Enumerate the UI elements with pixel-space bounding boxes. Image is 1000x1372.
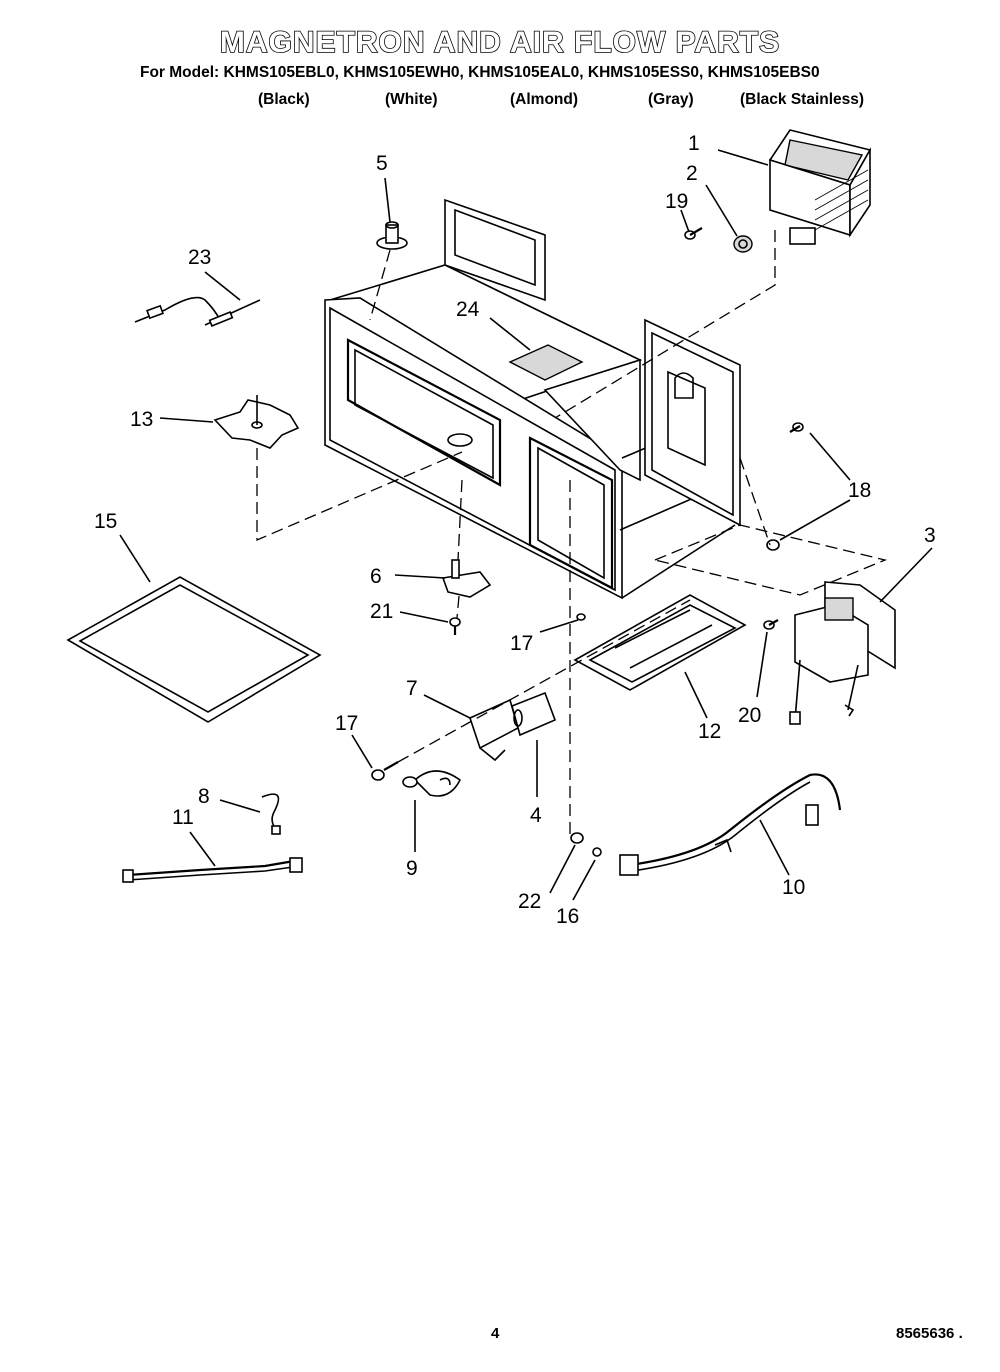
diode-wire <box>402 770 462 797</box>
model-list: For Model: KHMS105EBL0, KHMS105EWH0, KHM… <box>140 64 820 81</box>
callout-20: 20 <box>738 704 761 727</box>
callout-9: 9 <box>406 857 418 880</box>
callout-6: 6 <box>370 565 382 588</box>
callout-2: 2 <box>686 162 698 185</box>
transformer <box>789 581 896 725</box>
color-white: (White) <box>385 91 438 108</box>
callout-5: 5 <box>376 152 388 175</box>
callout-16: 16 <box>556 905 579 928</box>
callout-leaders <box>119 149 933 901</box>
thermal-cutoff <box>733 235 753 253</box>
callout-24: 24 <box>456 298 480 321</box>
screw-17-lower <box>371 761 399 781</box>
callout-17-upper: 17 <box>510 632 533 655</box>
callout-1: 1 <box>688 132 700 155</box>
callout-3: 3 <box>924 524 936 547</box>
document-number: 8565636 . <box>896 1325 963 1342</box>
callout-11: 11 <box>172 806 194 829</box>
callout-13: 13 <box>130 408 153 431</box>
screw-21 <box>449 617 461 635</box>
callout-17-lower: 17 <box>335 712 358 735</box>
callout-18: 18 <box>848 479 871 502</box>
callout-7: 7 <box>406 677 418 700</box>
callout-21: 21 <box>370 600 393 623</box>
callout-22: 22 <box>518 890 541 913</box>
fuse-wire <box>261 793 281 835</box>
turntable-motor <box>441 559 492 598</box>
base-plate <box>573 594 747 691</box>
color-black-stainless: (Black Stainless) <box>740 91 865 108</box>
assembly-guide-lines <box>256 230 888 835</box>
callout-15: 15 <box>94 510 117 533</box>
callout-4: 4 <box>530 804 542 827</box>
tray-frame <box>66 576 322 723</box>
color-gray: (Gray) <box>648 91 694 108</box>
callout-19: 19 <box>665 190 688 213</box>
screw-20 <box>763 619 779 630</box>
magnetron <box>768 129 872 245</box>
thermistor-wire <box>134 296 261 327</box>
diagram-title: MAGNETRON AND AIR FLOW PARTS <box>219 25 781 60</box>
screw-16 <box>592 847 602 857</box>
screw-17-upper <box>576 613 586 621</box>
capacitor-assembly <box>469 691 557 762</box>
screws-18 <box>766 422 804 551</box>
stirrer-blade <box>213 395 300 449</box>
stirrer-motor <box>376 221 408 250</box>
callout-numbers: 1 2 3 4 5 6 7 8 9 10 11 12 13 15 16 17 1… <box>94 132 936 928</box>
callout-8: 8 <box>198 785 210 808</box>
harness-11 <box>122 857 303 883</box>
screw-19 <box>684 227 703 240</box>
page-number: 4 <box>491 1325 500 1342</box>
cabinet-assembly <box>324 198 741 600</box>
callout-10: 10 <box>782 876 805 899</box>
harness-10 <box>619 773 842 876</box>
color-black: (Black) <box>258 91 310 108</box>
callout-23: 23 <box>188 246 211 269</box>
screw-22 <box>570 832 584 844</box>
color-almond: (Almond) <box>510 91 579 108</box>
callout-12: 12 <box>698 720 721 743</box>
